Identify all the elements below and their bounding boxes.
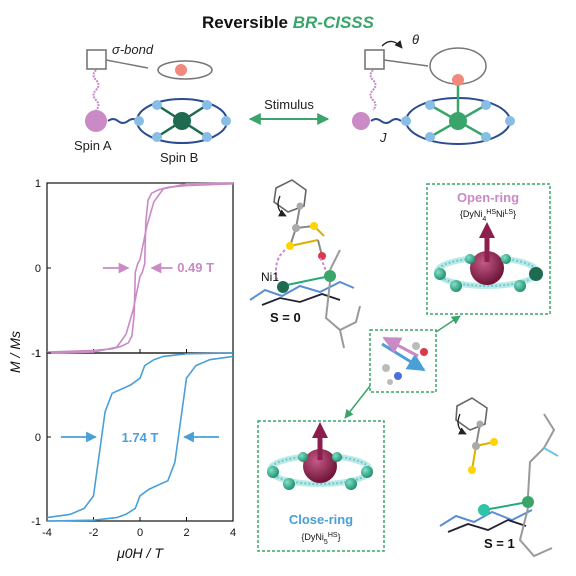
rotation-arrow: [381, 40, 403, 49]
x-tick-label: 0: [137, 527, 143, 539]
x-tick-label: 2: [183, 527, 189, 539]
salmon-atom-right: [452, 74, 464, 86]
sigma-loop: [157, 60, 213, 80]
x-tick-label: 4: [230, 527, 236, 539]
y-tick-label: 0: [35, 432, 41, 444]
spin-a-label: Spin A: [74, 138, 112, 153]
sigma-label: σ-bond: [112, 42, 154, 57]
figure-title: Reversible BR-CISSS: [202, 13, 375, 32]
sigma-box-right: [364, 49, 385, 70]
switch-panel: [344, 315, 461, 419]
open-ring-panel: Open-ring {DyNi4HSNiLS}: [426, 183, 551, 315]
close-ring-panel: Close-ring {DyNi5HS}: [257, 420, 385, 552]
close-ring-formula: {DyNi5HS}: [301, 532, 340, 546]
coercive-field-label: 1.74 T: [122, 430, 159, 445]
y-tick-label: -1: [31, 348, 41, 360]
spin-b-label: Spin B: [160, 150, 198, 165]
stimulus-label: Stimulus: [264, 97, 314, 112]
x-axis-label: μ0H / T: [116, 545, 164, 561]
y-axis-label: M / Ms: [7, 331, 23, 373]
y-tick-label: 1: [35, 348, 41, 360]
chart-top-plot: -1 0 1 0.49 T: [31, 178, 234, 360]
salmon-atom: [175, 64, 187, 76]
molecule-s1: S = 1: [439, 397, 559, 558]
open-ring-formula: {DyNi4HSNiLS}: [460, 209, 516, 223]
close-ring-title: Close-ring: [289, 512, 353, 527]
molecule-s0: Ni1 S = 0: [249, 179, 361, 349]
coercive-field-label: 0.49 T: [177, 260, 214, 275]
ni1-atom: [277, 281, 289, 293]
chart-bottom-plot: -1 0 1 -4 -2 0 2 4 1.74 T: [31, 348, 236, 539]
scheme-left: σ-bond Spin A Spin B: [74, 42, 231, 165]
spin-a-atom: [85, 110, 107, 132]
spin-a-link: [92, 69, 100, 111]
s0-label: S = 0: [270, 310, 301, 325]
spin-ab-link: [107, 118, 139, 124]
x-tick-label: -2: [89, 527, 99, 539]
spin-a-atom-right: [352, 112, 370, 130]
y-tick-label: 1: [35, 178, 41, 190]
spin-b-atom-right: [449, 112, 467, 130]
open-ring-title: Open-ring: [457, 190, 519, 205]
theta-label: θ: [412, 32, 419, 47]
y-tick-label: 0: [35, 263, 41, 275]
scheme-right: θ J: [352, 32, 515, 145]
x-tick-label: -4: [42, 527, 52, 539]
j-label: J: [379, 130, 387, 145]
hysteresis-branch-2: [46, 355, 234, 522]
s1-label: S = 1: [484, 536, 515, 551]
hysteresis-charts: -1 0 1 0.49 T -1 0 1 -4 -2 0 2 4 1.74 T M / Ms μ0H …: [7, 178, 236, 561]
sigma-box: [86, 49, 107, 70]
hysteresis-branch-2: [46, 183, 234, 354]
hysteresis-branch-1: [46, 352, 234, 519]
spin-a-link-right: [369, 69, 377, 111]
stimulus-arrow: Stimulus: [248, 97, 330, 125]
spin-b-atom: [173, 112, 191, 130]
ni1-label: Ni1: [261, 270, 279, 284]
y-tick-label: -1: [31, 516, 41, 528]
